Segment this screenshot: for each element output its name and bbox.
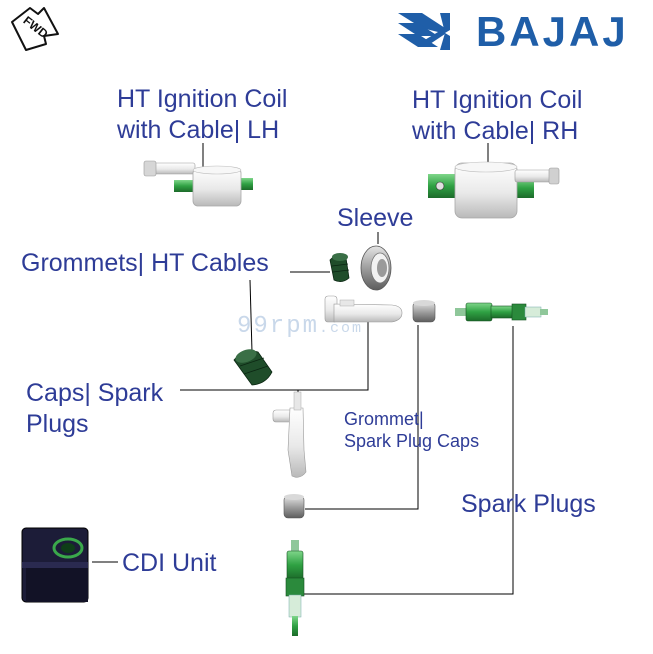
grommet-spark-cap-upper	[412, 300, 436, 323]
label-grommet-spark-caps: Grommet| Spark Plug Caps	[344, 408, 479, 452]
label-coil-rh: HT Ignition Coil with Cable| RH	[412, 85, 582, 147]
label-caps-line1: Caps| Spark	[26, 379, 164, 407]
label-caps-line2: Plugs	[26, 410, 89, 438]
label-spark-plugs: Spark Plugs	[461, 490, 596, 518]
spark-plug-cap-upper	[324, 295, 403, 323]
label-coil-lh-line2: with Cable| LH	[117, 116, 280, 144]
label-coil-rh-line1: HT Ignition Coil	[412, 86, 583, 114]
watermark-main: 99rpm	[237, 313, 320, 340]
leader-caps	[180, 322, 369, 391]
leader-grommets-ht-down	[249, 279, 253, 353]
spark-plug-vertical	[285, 540, 305, 636]
label-coil-lh-line1: HT Ignition Coil	[117, 85, 288, 113]
ignition-coil-rh	[428, 161, 560, 219]
spark-plug-horizontal	[455, 302, 548, 322]
ignition-coil-lh	[143, 160, 253, 207]
label-coil-lh: HT Ignition Coil with Cable| LH	[117, 84, 287, 146]
leader-grommet-caps	[305, 325, 419, 510]
grommet-spark-cap-lower	[283, 494, 305, 519]
label-coil-rh-line2: with Cable| RH	[412, 117, 579, 145]
label-cdi-unit: CDI Unit	[122, 549, 217, 577]
watermark-suffix: .com	[319, 320, 364, 337]
fwd-arrow-icon: FWD	[11, 7, 59, 51]
cdi-unit	[21, 527, 89, 603]
label-caps-spark-plugs: Caps| Spark Plugs	[26, 378, 163, 440]
leader-spark-plugs	[301, 326, 514, 595]
leader-lines	[92, 143, 514, 595]
label-grommets-ht-cables: Grommets| HT Cables	[21, 249, 269, 277]
grommet-ht-cable-lower	[233, 349, 273, 386]
sleeve-part	[360, 245, 392, 291]
spark-plug-cap-lower	[272, 391, 307, 478]
label-grommet-caps-line1: Grommet|	[344, 409, 424, 429]
label-sleeve: Sleeve	[337, 204, 414, 232]
brand-wordmark: BAJAJ	[476, 8, 629, 55]
bajaj-logo-icon	[398, 13, 450, 50]
label-grommet-caps-line2: Spark Plug Caps	[344, 431, 480, 451]
grommet-ht-cable-upper	[329, 253, 350, 282]
watermark: 99rpm.com	[237, 313, 363, 340]
